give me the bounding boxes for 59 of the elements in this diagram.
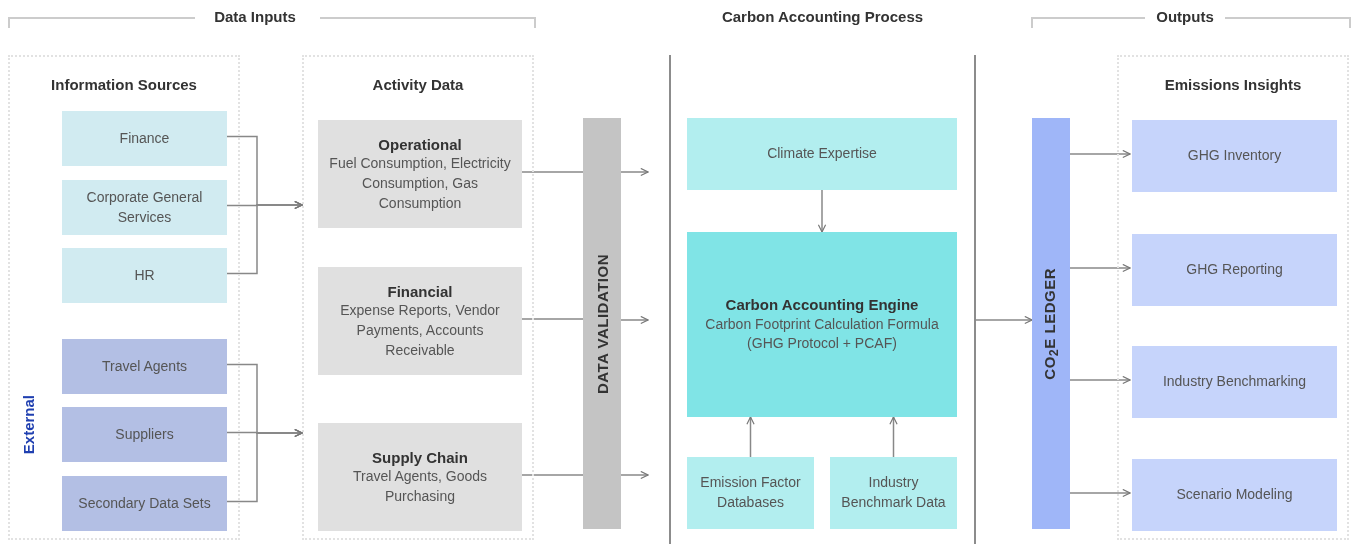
box-text: HR xyxy=(134,265,155,285)
process-box xyxy=(318,423,522,531)
box-text: Fuel Consumption, Electricity Consumption, Gas Consumption xyxy=(328,154,512,213)
process-box xyxy=(1132,234,1337,306)
box-heading: Financial xyxy=(387,281,453,302)
process-box xyxy=(830,457,957,529)
box-text: Carbon Footprint Calculation Formula (GHG Protocol + PCAF) xyxy=(704,314,940,354)
arrow xyxy=(620,315,649,325)
group-panel xyxy=(8,55,240,540)
panel-heading: Emissions Insights xyxy=(1164,75,1302,95)
box-text: Expense Reports, Vendor Payments, Accounts Receivable xyxy=(339,301,501,360)
process-box xyxy=(687,457,814,529)
panel-heading: Information Sources xyxy=(51,75,197,95)
arrow xyxy=(1069,488,1131,498)
process-box xyxy=(62,248,227,303)
arrow xyxy=(1069,263,1131,273)
bar-label: DATA VALIDATION xyxy=(593,253,611,394)
process-box xyxy=(1132,459,1337,531)
process-box xyxy=(62,407,227,462)
group-label: External xyxy=(20,395,37,455)
arrow xyxy=(1069,149,1131,159)
process-box xyxy=(318,267,522,375)
arrow xyxy=(1069,375,1131,385)
box-text: Climate Expertise xyxy=(767,144,877,164)
group-panel xyxy=(302,55,534,540)
arrow xyxy=(889,416,898,458)
process-box xyxy=(62,476,227,531)
box-text: Finance xyxy=(119,128,170,148)
box-text: Industry Benchmarking xyxy=(1162,372,1307,392)
process-box xyxy=(687,232,957,417)
process-box xyxy=(1132,120,1337,192)
vertical-bar xyxy=(1032,118,1070,529)
box-heading: Carbon Accounting Engine xyxy=(725,295,919,315)
box-text: Suppliers xyxy=(115,424,174,444)
arrow xyxy=(746,416,755,458)
box-heading: Operational xyxy=(378,134,462,155)
group-panel xyxy=(1117,55,1349,540)
process-box xyxy=(318,120,522,228)
vertical-bar xyxy=(583,118,621,529)
box-text: GHG Reporting xyxy=(1186,260,1283,280)
box-text: GHG Inventory xyxy=(1187,146,1282,166)
arrow xyxy=(620,470,649,480)
box-text: Secondary Data Sets xyxy=(78,493,211,513)
box-text: Industry Benchmark Data xyxy=(840,473,947,512)
process-box xyxy=(62,339,227,394)
process-box xyxy=(687,118,957,190)
arrow xyxy=(817,189,827,233)
box-text: Corporate General Services xyxy=(85,187,204,227)
process-box xyxy=(62,111,227,166)
box-text: Emission Factor Databases xyxy=(699,473,802,512)
box-heading: Supply Chain xyxy=(372,447,468,468)
panel-heading: Activity Data xyxy=(372,75,464,95)
arrow xyxy=(620,167,649,177)
box-text: Scenario Modeling xyxy=(1176,485,1293,505)
box-text: Travel Agents, Goods Purchasing xyxy=(351,467,489,506)
box-text: Travel Agents xyxy=(101,356,188,376)
arrow xyxy=(974,315,1033,325)
process-box xyxy=(1132,346,1337,418)
process-box xyxy=(62,180,227,235)
